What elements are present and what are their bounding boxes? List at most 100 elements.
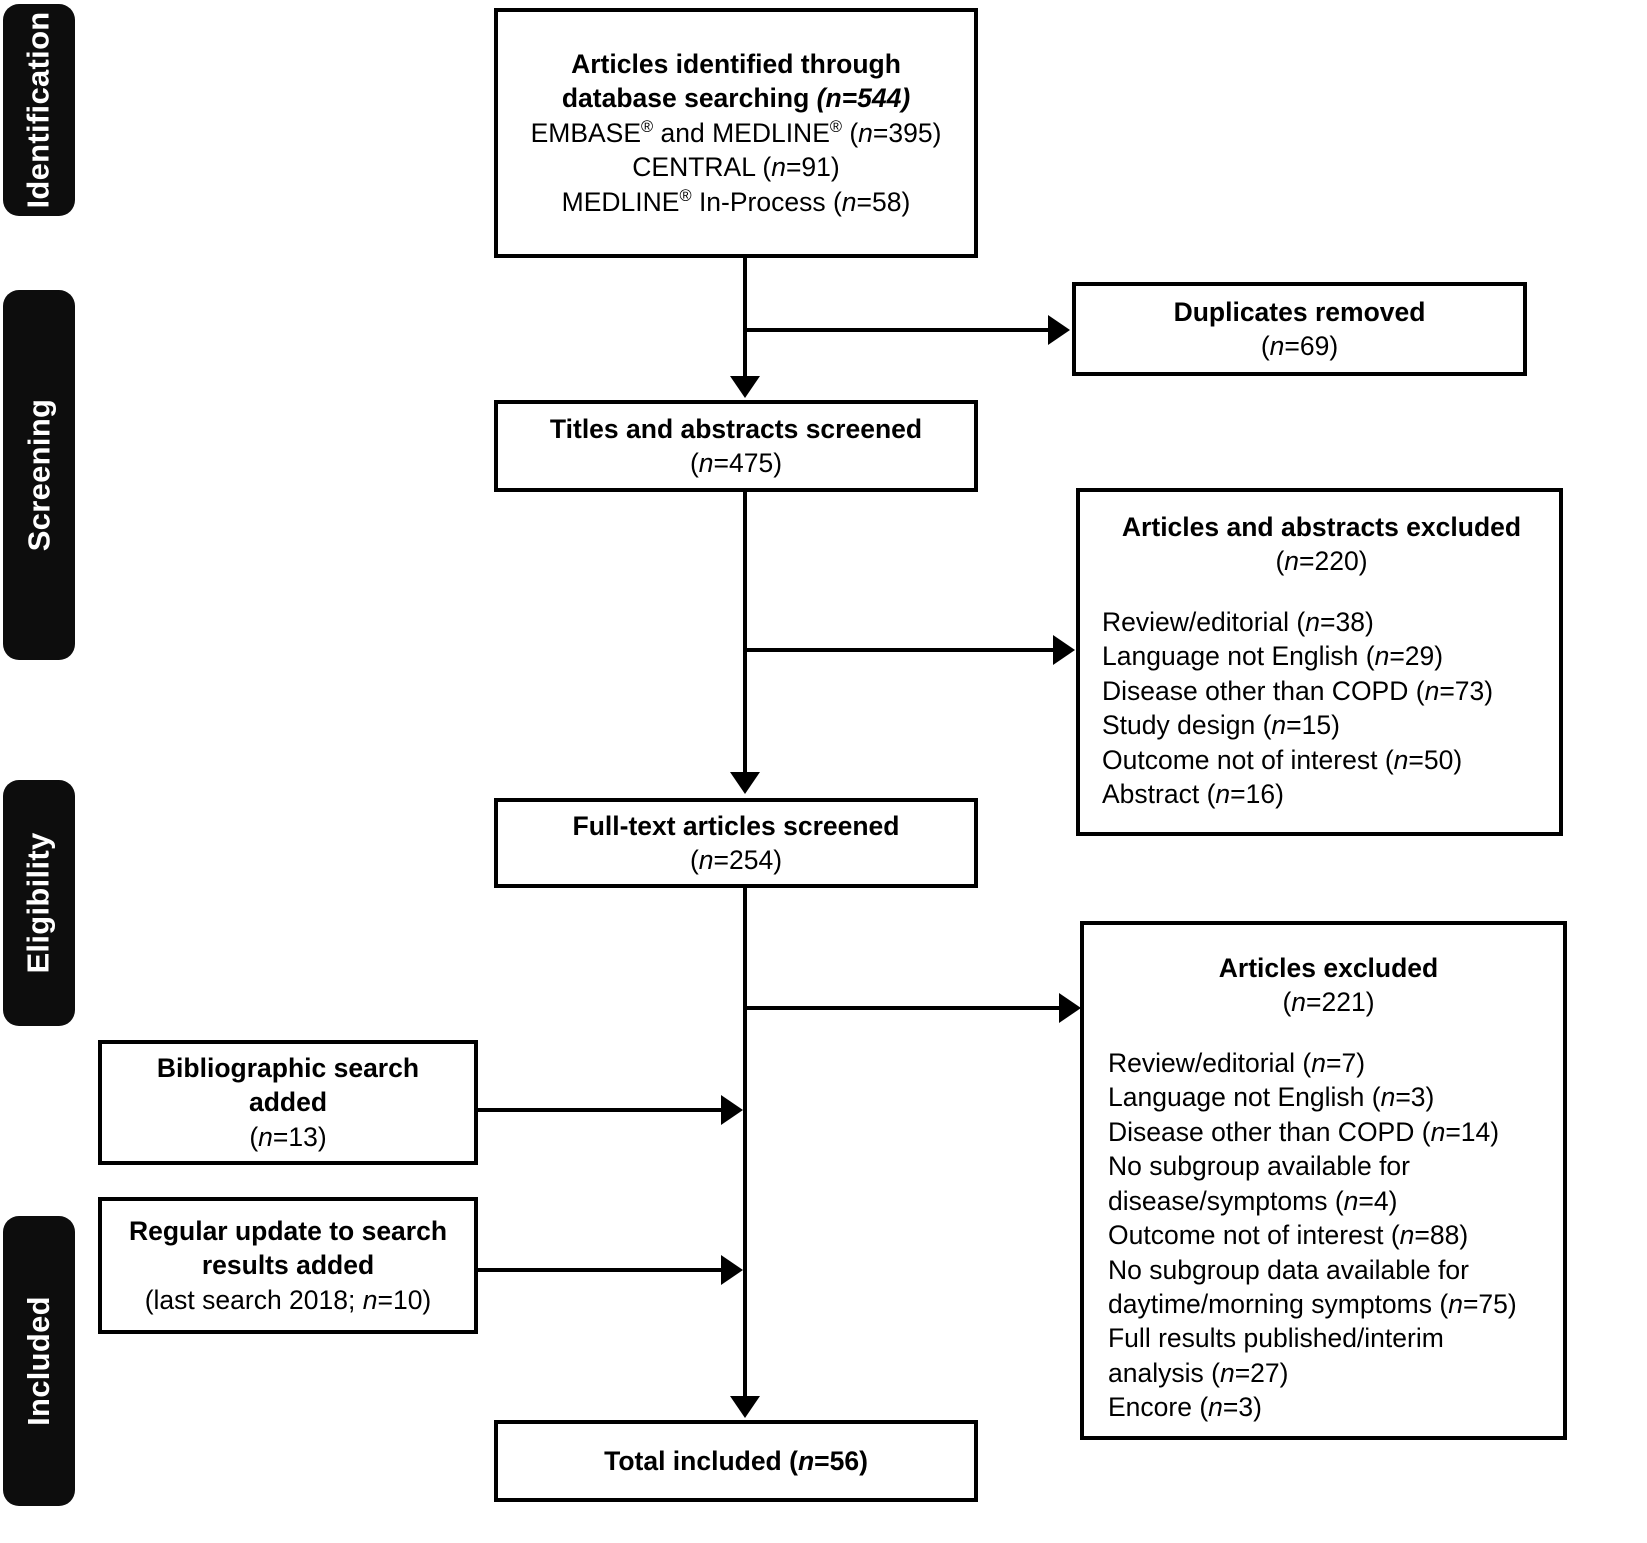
source-central: CENTRAL (n=91) bbox=[512, 150, 960, 184]
excluded-reason-label: Outcome not of interest bbox=[1108, 1220, 1391, 1251]
source-embase-medline-count: (n=395) bbox=[841, 117, 942, 148]
exclusion-reason-label: Abstract bbox=[1102, 779, 1207, 810]
connector-fulltext-to-total bbox=[743, 888, 747, 1398]
bibliographic-count: (n=13) bbox=[249, 1121, 327, 1152]
duplicates-removed-heading: Duplicates removed bbox=[1173, 296, 1426, 327]
connector-titles-to-fulltext bbox=[743, 492, 747, 774]
exclusion-reason-label: Outcome not of interest bbox=[1102, 744, 1385, 775]
total-included-heading: Total included (n=56) bbox=[604, 1445, 868, 1476]
excluded-reason-no-subgroup-data-line2: daytime/morning symptoms (n=75) bbox=[1108, 1288, 1517, 1319]
exclusion-reason-review-editorial: Review/editorial (n=38) bbox=[1102, 606, 1374, 637]
excluded-reason-language: Language not English (n=3) bbox=[1108, 1082, 1435, 1113]
excluded-reason-full-results-line2: analysis (n=27) bbox=[1108, 1357, 1289, 1388]
arrow-regular-update-to-spine bbox=[721, 1255, 743, 1285]
connector-regular-update-to-spine bbox=[478, 1268, 736, 1272]
total-included-label: Total included bbox=[604, 1445, 790, 1476]
articles-identified-heading-line1: Articles identified through bbox=[571, 48, 901, 79]
arrow-to-abstracts-excluded bbox=[1053, 635, 1075, 665]
abstracts-excluded-count: (n=220) bbox=[1275, 546, 1368, 577]
source-embase-label: EMBASE bbox=[530, 117, 642, 148]
excluded-reason-review-editorial: Review/editorial (n=7) bbox=[1108, 1047, 1366, 1078]
phase-label-eligibility: Eligibility bbox=[21, 832, 56, 974]
total-included-box: Total included (n=56) bbox=[494, 1420, 978, 1502]
exclusion-reason-label: Review/editorial bbox=[1102, 606, 1297, 637]
exclusion-reason-label: Study design bbox=[1102, 710, 1263, 741]
excluded-reason-label: Encore bbox=[1108, 1392, 1200, 1423]
arrow-to-articles-excluded bbox=[1059, 993, 1081, 1023]
exclusion-reason-study-design: Study design (n=15) bbox=[1102, 710, 1340, 741]
phase-label-identification: Identification bbox=[21, 11, 56, 209]
registered-icon: ® bbox=[641, 117, 654, 136]
excluded-reason-label: analysis bbox=[1108, 1357, 1212, 1388]
articles-identified-count: (n=544) bbox=[816, 83, 911, 114]
duplicates-removed-box: Duplicates removed (n=69) bbox=[1072, 282, 1527, 376]
source-inprocess-label: In-Process bbox=[691, 186, 833, 217]
connector-to-articles-excluded bbox=[745, 1006, 1062, 1010]
excluded-reason-no-subgroup-line1: No subgroup available for bbox=[1108, 1149, 1549, 1183]
articles-excluded-box: Articles excluded (n=221) Review/editori… bbox=[1080, 921, 1567, 1440]
exclusion-reason-abstract: Abstract (n=16) bbox=[1102, 779, 1284, 810]
registered-icon: ® bbox=[829, 117, 842, 136]
titles-screened-count: (n=475) bbox=[689, 448, 783, 478]
connector-to-abstracts-excluded bbox=[745, 648, 1056, 652]
registered-icon: ® bbox=[679, 186, 692, 205]
excluded-reason-disease-other: Disease other than COPD (n=14) bbox=[1108, 1116, 1500, 1147]
regular-update-box: Regular update to search results added (… bbox=[98, 1197, 478, 1334]
spacer bbox=[1102, 579, 1541, 605]
source-embase-medline: EMBASE® and MEDLINE® (n=395) bbox=[512, 116, 960, 150]
phase-bar-included: Included bbox=[3, 1216, 75, 1506]
excluded-reason-label: Full results published/interim bbox=[1108, 1323, 1444, 1354]
arrow-bibliographic-to-spine bbox=[721, 1095, 743, 1125]
duplicates-removed-count: (n=69) bbox=[1260, 331, 1339, 361]
phase-label-screening: Screening bbox=[21, 398, 56, 552]
titles-screened-heading: Titles and abstracts screened bbox=[549, 413, 923, 444]
source-medline-inprocess-count: (n=58) bbox=[832, 186, 911, 217]
phase-label-included: Included bbox=[21, 1296, 57, 1426]
exclusion-reason-outcome: Outcome not of interest (n=50) bbox=[1102, 744, 1463, 775]
source-central-label: CENTRAL bbox=[632, 152, 763, 183]
excluded-reason-label: daytime/morning symptoms bbox=[1108, 1288, 1440, 1319]
exclusion-reason-label: Language not English bbox=[1102, 641, 1366, 672]
arrow-titles-to-fulltext bbox=[730, 772, 760, 794]
phase-bar-screening: Screening bbox=[3, 290, 75, 660]
fulltext-screened-count: (n=254) bbox=[689, 845, 783, 875]
phase-bar-identification: Identification bbox=[3, 4, 75, 216]
articles-excluded-heading: Articles excluded bbox=[1218, 953, 1439, 983]
source-medline-inprocess: MEDLINE® In-Process (n=58) bbox=[512, 185, 960, 219]
regular-update-heading-line1: Regular update to search bbox=[128, 1215, 448, 1246]
excluded-reason-label: disease/symptoms bbox=[1108, 1185, 1335, 1216]
excluded-reason-encore: Encore (n=3) bbox=[1108, 1392, 1262, 1423]
articles-identified-heading-line2-text: database searching bbox=[561, 83, 817, 114]
excluded-reason-label: Language not English bbox=[1108, 1082, 1372, 1113]
exclusion-reason-disease-other: Disease other than COPD (n=73) bbox=[1102, 675, 1494, 706]
excluded-reason-full-results-line1: Full results published/interim bbox=[1108, 1321, 1549, 1355]
bibliographic-search-added-box: Bibliographic search added (n=13) bbox=[98, 1040, 478, 1165]
abstracts-excluded-heading: Articles and abstracts excluded bbox=[1121, 512, 1522, 542]
exclusion-reason-label: Disease other than COPD bbox=[1102, 675, 1416, 706]
arrow-identified-to-titles bbox=[730, 376, 760, 398]
bibliographic-heading-line1: Bibliographic search bbox=[156, 1052, 420, 1083]
articles-excluded-count: (n=221) bbox=[1282, 987, 1375, 1018]
excluded-reason-no-subgroup-line2: disease/symptoms (n=4) bbox=[1108, 1185, 1398, 1216]
excluded-reason-no-subgroup-data-line1: No subgroup data available for bbox=[1108, 1253, 1549, 1287]
bibliographic-heading-line2: added bbox=[248, 1087, 328, 1118]
arrow-fulltext-to-total bbox=[730, 1396, 760, 1418]
titles-abstracts-screened-box: Titles and abstracts screened (n=475) bbox=[494, 400, 978, 492]
connector-bibliographic-to-spine bbox=[478, 1108, 736, 1112]
source-medline-label: and MEDLINE bbox=[653, 117, 830, 148]
articles-abstracts-excluded-box: Articles and abstracts excluded (n=220) … bbox=[1076, 488, 1563, 836]
fulltext-screened-heading: Full-text articles screened bbox=[572, 810, 900, 841]
source-medline-inprocess-label: MEDLINE bbox=[561, 186, 680, 217]
excluded-reason-label: Disease other than COPD bbox=[1108, 1116, 1422, 1147]
regular-update-count: (last search 2018; n=10) bbox=[144, 1284, 432, 1315]
connector-to-duplicates bbox=[745, 328, 1051, 332]
connector-identified-to-titles bbox=[743, 258, 747, 378]
excluded-reason-label: No subgroup data available for bbox=[1108, 1254, 1469, 1285]
exclusion-reason-language: Language not English (n=29) bbox=[1102, 641, 1444, 672]
spacer bbox=[1108, 1020, 1549, 1046]
excluded-reason-label: No subgroup available for bbox=[1108, 1151, 1410, 1182]
full-text-articles-screened-box: Full-text articles screened (n=254) bbox=[494, 798, 978, 888]
excluded-reason-outcome: Outcome not of interest (n=88) bbox=[1108, 1220, 1469, 1251]
articles-identified-heading-line2: database searching (n=544) bbox=[512, 81, 960, 115]
